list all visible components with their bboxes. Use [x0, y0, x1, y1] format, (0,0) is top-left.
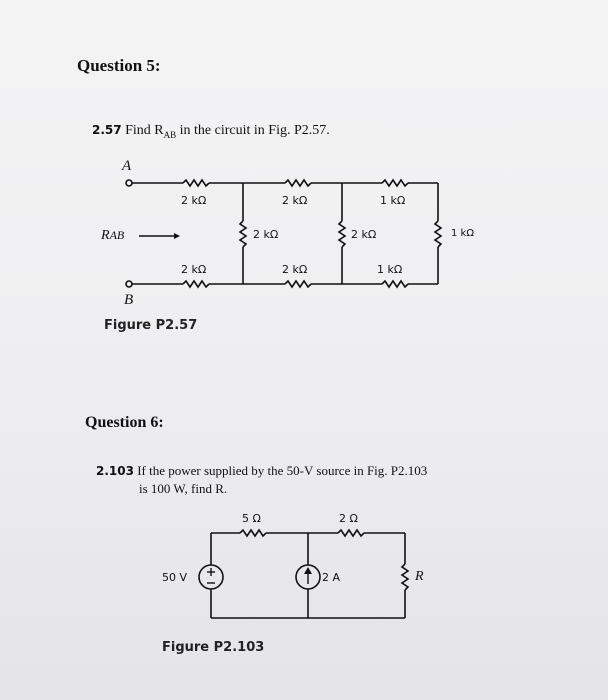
node-b-label: B [124, 292, 134, 308]
label-right: 1 kΩ [451, 228, 474, 239]
problem-number-2: 2.103 [96, 464, 134, 478]
label-top-1: 2 kΩ [181, 194, 207, 207]
problem-line-2: is 100 W, find R. [139, 481, 228, 496]
current-arrow-icon [304, 567, 312, 574]
problem-text: Find R [125, 123, 164, 138]
resistor-top-2 [284, 178, 312, 188]
resistor-2-ohm [337, 528, 365, 538]
question-5-title: Question 5: [77, 56, 161, 75]
resistor-right [433, 220, 443, 248]
resistor-top-1 [182, 178, 210, 188]
label-50v: 50 V [162, 571, 188, 584]
problem-2-103-statement: 2.103 If the power supplied by the 50-V … [96, 463, 427, 479]
question-6-title: Question 6: [85, 414, 164, 431]
resistor-top-3 [381, 178, 409, 188]
rab-arrow-icon [174, 233, 180, 239]
label-mid-2: 2 kΩ [351, 228, 377, 241]
resistor-bot-1 [182, 279, 210, 289]
problem-line-1: If the power supplied by the 50-V source… [137, 463, 428, 478]
problem-number: 2.57 [92, 123, 122, 137]
label-top-2: 2 kΩ [282, 194, 308, 207]
label-2a: 2 A [322, 571, 341, 584]
resistor-mid-2 [337, 220, 347, 248]
resistor-5-ohm [239, 528, 267, 538]
label-r: R [415, 569, 424, 584]
label-2-ohm: 2 Ω [339, 512, 358, 525]
rab-label: RAB [101, 228, 125, 243]
resistor-r [400, 563, 410, 591]
node-a-label: A [122, 158, 132, 174]
label-top-3: 1 kΩ [380, 194, 406, 207]
resistor-bot-3 [381, 279, 409, 289]
resistor-bot-2 [284, 279, 312, 289]
figure-p2-57-caption: Figure P2.57 [104, 318, 198, 333]
figure-p2-103-caption: Figure P2.103 [162, 640, 265, 655]
problem-text-2: in the circuit in Fig. P2.57. [176, 123, 330, 138]
resistor-mid-1 [238, 220, 248, 248]
label-5-ohm: 5 Ω [242, 512, 261, 525]
label-bot-3: 1 kΩ [377, 263, 403, 276]
label-bot-2: 2 kΩ [282, 263, 308, 276]
problem-sub: AB [163, 129, 177, 140]
problem-2-57-statement: 2.57 Find RAB in the circuit in Fig. P2.… [92, 123, 330, 140]
label-mid-1: 2 kΩ [253, 228, 279, 241]
label-bot-1: 2 kΩ [181, 263, 207, 276]
